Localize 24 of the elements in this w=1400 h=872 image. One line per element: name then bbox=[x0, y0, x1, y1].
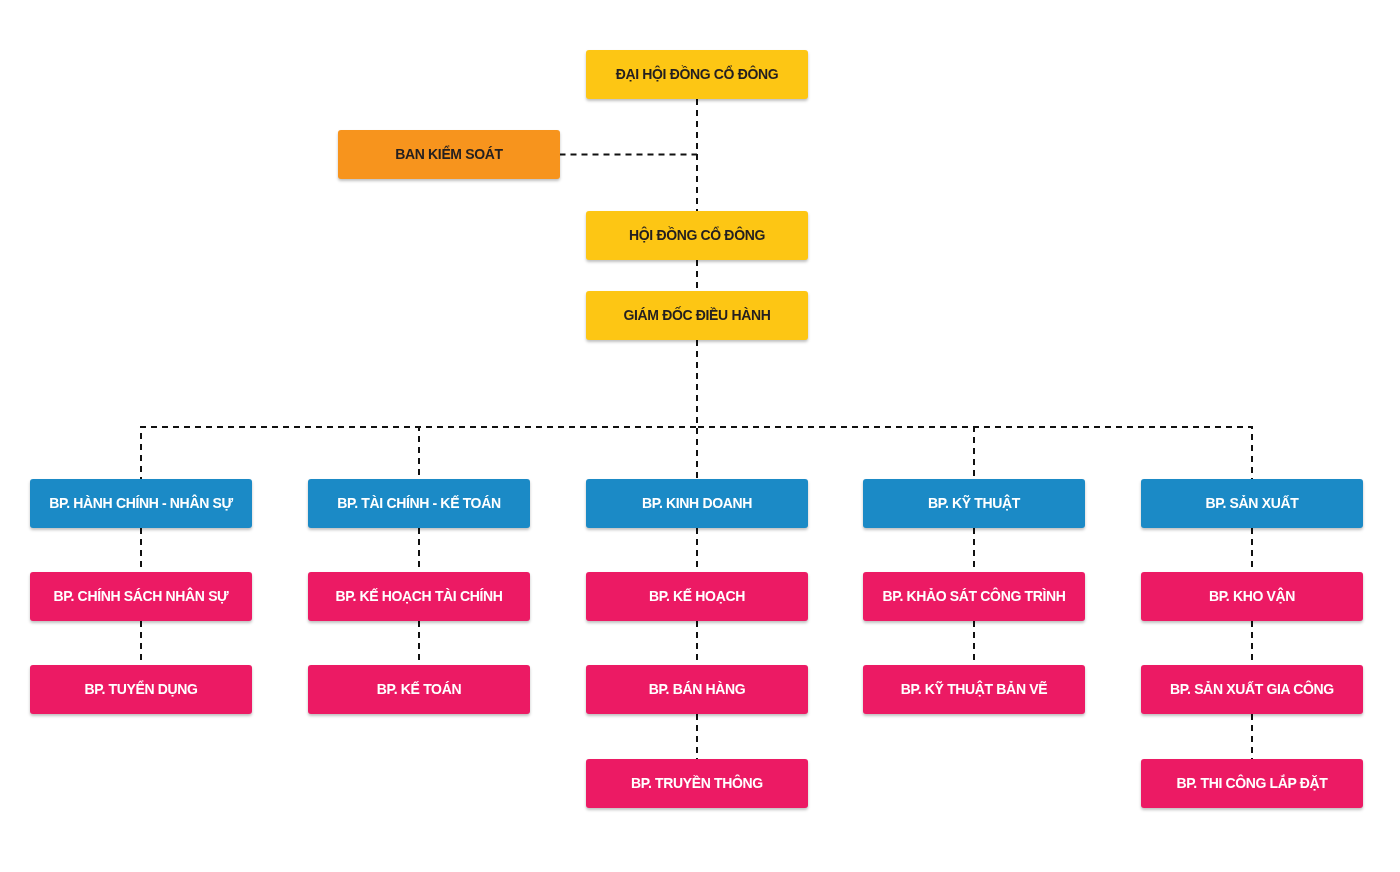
org-box: BP. KHO VẬN bbox=[1141, 572, 1363, 621]
org-box: BP. KẾ HOẠCH TÀI CHÍNH bbox=[308, 572, 530, 621]
org-box: GIÁM ĐỐC ĐIỀU HÀNH bbox=[586, 291, 808, 340]
org-box: BP. KHẢO SÁT CÔNG TRÌNH bbox=[863, 572, 1085, 621]
org-box: BAN KIỂM SOÁT bbox=[338, 130, 560, 179]
org-box: BP. SẢN XUẤT bbox=[1141, 479, 1363, 528]
org-box: ĐẠI HỘI ĐỒNG CỔ ĐÔNG bbox=[586, 50, 808, 99]
org-box: BP. KẾ TOÁN bbox=[308, 665, 530, 714]
org-box: BP. BÁN HÀNG bbox=[586, 665, 808, 714]
connector-line bbox=[696, 713, 698, 760]
org-box: BP. KINH DOANH bbox=[586, 479, 808, 528]
org-box: BP. KỸ THUẬT BẢN VẼ bbox=[863, 665, 1085, 714]
org-box: BP. HÀNH CHÍNH - NHÂN SỰ bbox=[30, 479, 252, 528]
org-box: BP. TUYỂN DỤNG bbox=[30, 665, 252, 714]
org-box: BP. SẢN XUẤT GIA CÔNG bbox=[1141, 665, 1363, 714]
connector-line bbox=[559, 98, 698, 156]
org-box: BP. TÀI CHÍNH - KẾ TOÁN bbox=[308, 479, 530, 528]
org-box: BP. TRUYỀN THÔNG bbox=[586, 759, 808, 808]
org-box: BP. KẾ HOẠCH bbox=[586, 572, 808, 621]
org-box: BP. THI CÔNG LẮP ĐẶT bbox=[1141, 759, 1363, 808]
org-box: HỘI ĐỒNG CỔ ĐÔNG bbox=[586, 211, 808, 260]
org-box: BP. CHÍNH SÁCH NHÂN SỰ bbox=[30, 572, 252, 621]
connector-line bbox=[1251, 713, 1253, 760]
org-box: BP. KỸ THUẬT bbox=[863, 479, 1085, 528]
